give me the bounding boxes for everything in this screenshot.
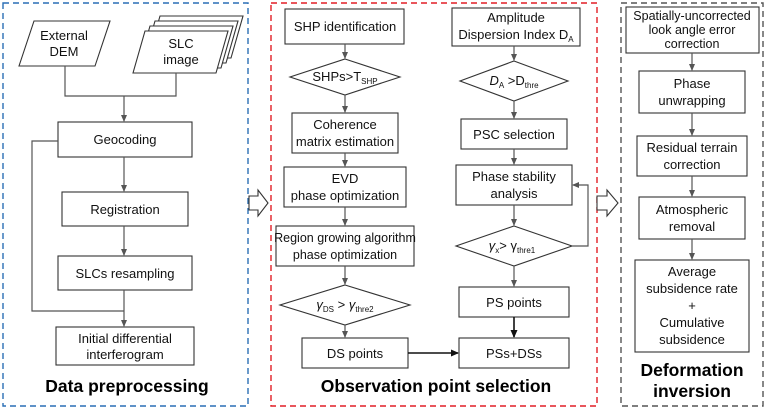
phase-unwrapping-box [638, 70, 746, 114]
external-dem-label-line1: External [40, 28, 88, 43]
ds-points-label: DS points [327, 346, 384, 361]
look-angle-label-line2: look angle error [649, 23, 736, 37]
phase-stability-label-line1: Phase stability [472, 169, 556, 184]
amplitude-label-line1: Amplitude [487, 10, 545, 25]
region-growing-label-line2: phase optimization [293, 248, 397, 262]
connector-geocoding-bypass [31, 140, 124, 312]
ps-points-label: PS points [486, 295, 542, 310]
subsidence-label-line3: + [688, 298, 696, 313]
psc-selection-box [460, 118, 568, 150]
external-dem-label-line2: DEM [50, 44, 79, 59]
evd-optimization-box [283, 166, 407, 208]
geocoding-box [57, 121, 193, 158]
amplitude-label-line2: Dispersion Index DA [458, 27, 574, 44]
evd-label-line2: phase optimization [291, 188, 399, 203]
phase-unwrapping-label-line2: unwrapping [658, 93, 725, 108]
observation-point-selection-title: Observation point selection [321, 376, 551, 396]
slc-image-label-line1: SLC [168, 36, 193, 51]
external-dem-input [18, 20, 111, 67]
data-preprocessing-title: Data preprocessing [45, 376, 208, 396]
atmospheric-label-line1: Atmospheric [656, 202, 729, 217]
subsidence-label-line4: Cumulative [659, 315, 724, 330]
deformation-inversion-title-line1: Deformation [640, 360, 743, 380]
initial-interferogram-label-line2: interferogram [86, 347, 163, 362]
panel-deformation-inversion [620, 2, 764, 407]
look-angle-correction-box [625, 6, 760, 54]
feedback-loop-to-stability [572, 182, 589, 247]
subsidence-label-line1: Average [668, 264, 716, 279]
initial-interferogram-label-line1: Initial differential [78, 331, 172, 346]
ps-gamma-label: γx> γthre1 [489, 238, 536, 255]
slcs-resampling-box [57, 255, 193, 291]
atmospheric-label-line2: removal [669, 219, 715, 234]
merged-points-label: PSs+DSs [486, 346, 542, 361]
phase-stability-box [455, 164, 573, 206]
dispersion-threshold-label: DA >Dthre [489, 73, 539, 90]
slc-image-label-line2: image [163, 52, 198, 67]
geocoding-label: Geocoding [94, 132, 157, 147]
ps-points-box [458, 286, 570, 318]
residual-terrain-label-line2: correction [663, 157, 720, 172]
slcs-resampling-label: SLCs resampling [76, 266, 175, 281]
psc-selection-label: PSC selection [473, 127, 555, 142]
ds-points-box [301, 337, 409, 369]
residual-terrain-label-line1: Residual terrain [646, 140, 737, 155]
hollow-arrow-left-to-middle [248, 188, 269, 218]
look-angle-label-line3: correction [665, 37, 720, 51]
hollow-arrow-middle-to-right [596, 188, 619, 218]
phase-stability-label-line2: analysis [491, 186, 538, 201]
registration-label: Registration [90, 202, 159, 217]
ds-gamma-label: γDS > γthre2 [316, 297, 374, 314]
shp-identification-box [284, 8, 405, 45]
merged-points-box [458, 337, 570, 369]
panel-data-preprocessing [2, 2, 249, 407]
amplitude-dispersion-box [451, 7, 581, 47]
coherence-matrix-box [291, 112, 399, 154]
subsidence-label-line5: subsidence [659, 332, 725, 347]
subsidence-label-line2: subsidence rate [646, 281, 738, 296]
evd-label-line1: EVD [332, 171, 359, 186]
look-angle-label-line1: Spatially-uncorrected [633, 9, 750, 23]
region-growing-label-line1: Region growing algorithm [274, 231, 416, 245]
deformation-inversion-title-line2: inversion [653, 381, 731, 401]
subsidence-output-box [634, 259, 750, 353]
initial-interferogram-box [55, 326, 195, 366]
region-growing-box [275, 225, 415, 267]
slc-image-stack [132, 15, 244, 74]
shp-threshold-label: SHPs>TSHP [312, 69, 377, 86]
shp-identification-label: SHP identification [294, 19, 396, 34]
connector-dem-merge [64, 66, 177, 97]
coherence-label-line2: matrix estimation [296, 134, 394, 149]
panel-observation-point-selection [270, 2, 598, 407]
phase-unwrapping-label-line1: Phase [674, 76, 711, 91]
registration-box [61, 191, 189, 227]
atmospheric-removal-box [638, 196, 746, 240]
coherence-label-line1: Coherence [313, 117, 377, 132]
